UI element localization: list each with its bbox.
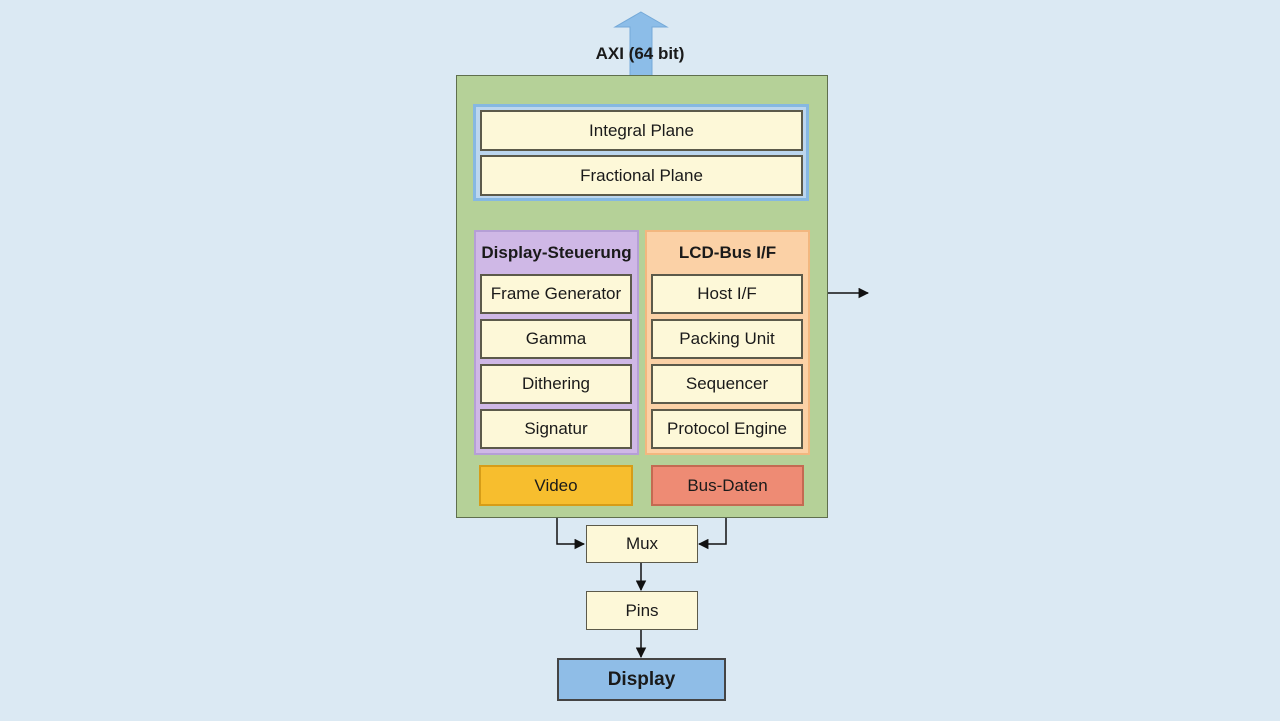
gamma-box: Gamma [480,319,632,359]
display-box: Display [557,658,726,701]
arrow-video-to-mux [556,506,586,550]
fractional-plane-box: Fractional Plane [480,155,803,196]
axi-label: AXI (64 bit) [595,44,685,63]
sequencer-box: Sequencer [651,364,803,404]
packing-unit-box: Packing Unit [651,319,803,359]
lcd-bus-title: LCD-Bus I/F [678,243,777,262]
display-steuerung-title: Display-Steuerung [481,243,632,262]
video-box: Video [479,465,633,506]
dithering-box: Dithering [480,364,632,404]
host-if-box: Host I/F [651,274,803,314]
mux-box: Mux [586,525,698,563]
arrow-busdaten-to-mux [697,506,727,550]
pins-box: Pins [586,591,698,630]
bus-daten-box: Bus-Daten [651,465,804,506]
protocol-engine-box: Protocol Engine [651,409,803,449]
integral-plane-box: Integral Plane [480,110,803,151]
frame-generator-box: Frame Generator [480,274,632,314]
signatur-box: Signatur [480,409,632,449]
